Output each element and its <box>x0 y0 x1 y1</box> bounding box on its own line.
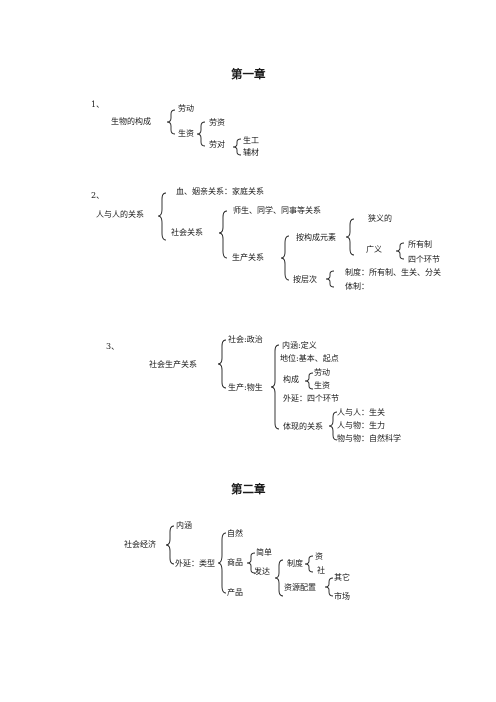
brace-s3-b <box>270 344 280 430</box>
s2-c1a: 狭义的 <box>368 214 392 223</box>
brace-s2-c1 <box>345 218 355 256</box>
s3-b3a: 劳动 <box>314 368 330 377</box>
ch2-b2b: 发达 <box>254 567 270 576</box>
s2-a: 血、姻亲关系：家庭关系 <box>176 187 264 196</box>
s3-a: 社会:政治 <box>228 335 263 344</box>
s2-c2b: 体制： <box>345 282 369 291</box>
ch2-b2b1a: 资 <box>315 552 323 561</box>
brace-ch2-b2b1 <box>304 555 314 573</box>
s1-b2: 劳对 <box>209 140 225 149</box>
ch2-b2b2: 资源配置 <box>284 583 316 592</box>
ch2-b2b2b: 市场 <box>334 592 350 601</box>
s2-b2: 生产关系 <box>232 253 264 262</box>
s3-b5a: 人与人：生关 <box>337 408 385 417</box>
s2-c1: 按构成元素 <box>296 233 336 242</box>
brace-s2-c1b <box>395 242 405 260</box>
ch2-root: 社会经济 <box>124 540 156 549</box>
s3-b1: 内涵:定义 <box>282 341 317 350</box>
s1-b2b: 辅材 <box>243 148 259 157</box>
brace-s1-b <box>196 121 206 147</box>
s2-b: 社会关系 <box>171 228 203 237</box>
ch2-b2a: 简单 <box>256 548 272 557</box>
s3-b: 生产:物生 <box>228 383 263 392</box>
s1-b: 生资 <box>178 129 194 138</box>
s2-c2: 按层次 <box>293 275 317 284</box>
chapter-2-title: 第二章 <box>231 482 266 496</box>
brace-s2-b <box>218 210 228 259</box>
s2-b1: 师生、同学、同事等关系 <box>233 206 321 215</box>
ch2-b2b1b: 社 <box>317 566 325 575</box>
s3-number: 3、 <box>106 342 120 351</box>
ch2-b1: 自然 <box>227 529 243 538</box>
s1-b1: 劳资 <box>209 118 225 127</box>
brace-ch2-root <box>165 525 175 565</box>
brace-ch2-b2b <box>274 559 284 597</box>
s1-number: 1、 <box>91 100 105 109</box>
brace-ch2-b2b2 <box>324 577 334 597</box>
brace-s1-b2 <box>232 138 242 156</box>
s2-number: 2、 <box>91 191 105 200</box>
brace-s3-b3 <box>304 372 314 390</box>
ch2-b: 外延：类型 <box>175 559 215 568</box>
s1-b2a: 生工 <box>243 136 259 145</box>
ch2-b2b2a: 其它 <box>334 573 350 582</box>
chapter-1-title: 第一章 <box>231 67 266 81</box>
s3-b4: 外延：四个环节 <box>283 394 339 403</box>
brace-s3-root <box>217 339 227 389</box>
s1-root: 生物的构成 <box>111 117 151 126</box>
brace-s2-c2 <box>325 270 335 288</box>
ch2-b2: 商品 <box>227 558 243 567</box>
brace-s1-root <box>166 109 176 135</box>
s2-c1b1: 所有制 <box>408 240 432 249</box>
s3-b5b: 人与物：生力 <box>337 421 385 430</box>
s3-b3: 构成 <box>283 375 299 384</box>
ch2-b2b1: 制度 <box>287 559 303 568</box>
s1-a: 劳动 <box>178 104 194 113</box>
brace-s2-root <box>157 192 167 241</box>
s3-root: 社会生产关系 <box>149 360 197 369</box>
s2-root: 人与人的关系 <box>96 210 144 219</box>
s3-b5: 体现的关系 <box>283 422 323 431</box>
s3-b2: 地位:基本、起点 <box>280 354 339 363</box>
brace-s2-b2 <box>280 235 290 281</box>
s3-b3b: 生资 <box>314 381 330 390</box>
s2-c2a: 制度：所有制、生关、分关 <box>345 268 441 277</box>
brace-s3-b5 <box>328 411 338 441</box>
brace-ch2-b <box>217 532 227 594</box>
ch2-a: 内涵 <box>176 521 192 530</box>
s3-b5c: 物与物：自然科学 <box>337 434 401 443</box>
s2-c1b: 广义 <box>366 245 382 254</box>
s2-c1b2: 四个环节 <box>408 255 440 264</box>
ch2-b3: 产品 <box>227 588 243 597</box>
